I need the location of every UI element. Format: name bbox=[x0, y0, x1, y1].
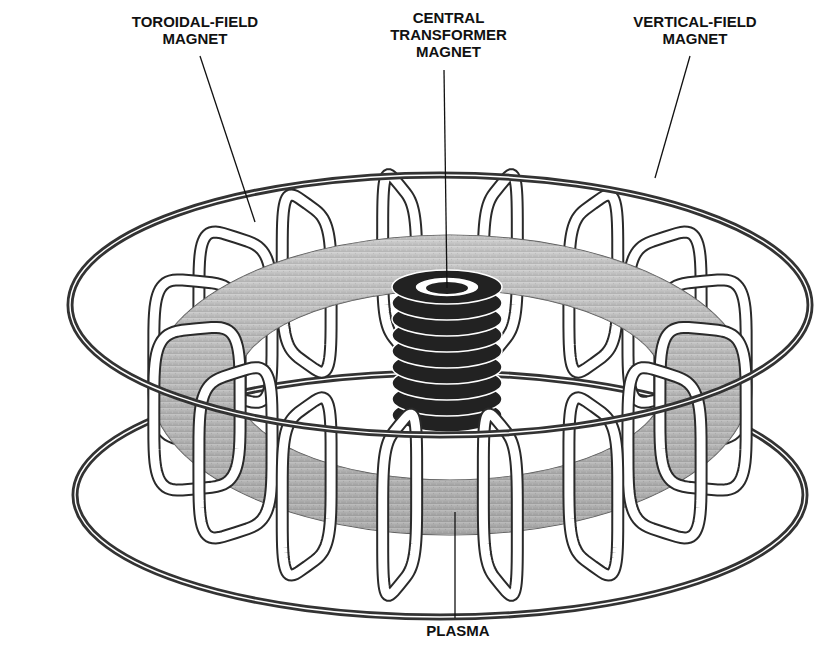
coil-face bbox=[483, 414, 517, 595]
part-label: TOROIDAL-FIELD MAGNET bbox=[112, 12, 278, 48]
toroidal-coil bbox=[383, 414, 417, 595]
vertical-field-ring-upper bbox=[70, 175, 810, 435]
plasma-texture bbox=[150, 235, 750, 535]
part-label: CENTRAL TRANSFORMER MAGNET bbox=[378, 8, 519, 61]
leader-line bbox=[444, 70, 447, 288]
leader-line bbox=[200, 56, 255, 222]
part-label: VERTICAL-FIELD MAGNET bbox=[612, 12, 778, 48]
coil-face bbox=[383, 414, 417, 595]
coil-edge bbox=[628, 368, 701, 538]
plasma-torus bbox=[150, 235, 750, 535]
ring-highlight bbox=[70, 175, 810, 435]
ring-outline bbox=[70, 175, 810, 435]
leader-line bbox=[454, 512, 455, 618]
part-label: PLASMA bbox=[405, 621, 511, 640]
coil-edge bbox=[199, 368, 272, 538]
toroidal-coils-front bbox=[154, 327, 746, 595]
toroidal-coil bbox=[628, 368, 701, 538]
leader-line bbox=[655, 56, 690, 178]
coil-face bbox=[628, 368, 701, 538]
leader-lines bbox=[200, 56, 690, 618]
toroidal-coil bbox=[483, 414, 517, 595]
coil-edge bbox=[383, 414, 417, 595]
coil-edge bbox=[483, 414, 517, 595]
toroidal-coil bbox=[199, 368, 272, 538]
coil-face bbox=[199, 368, 272, 538]
central-transformer-stack bbox=[392, 270, 502, 432]
